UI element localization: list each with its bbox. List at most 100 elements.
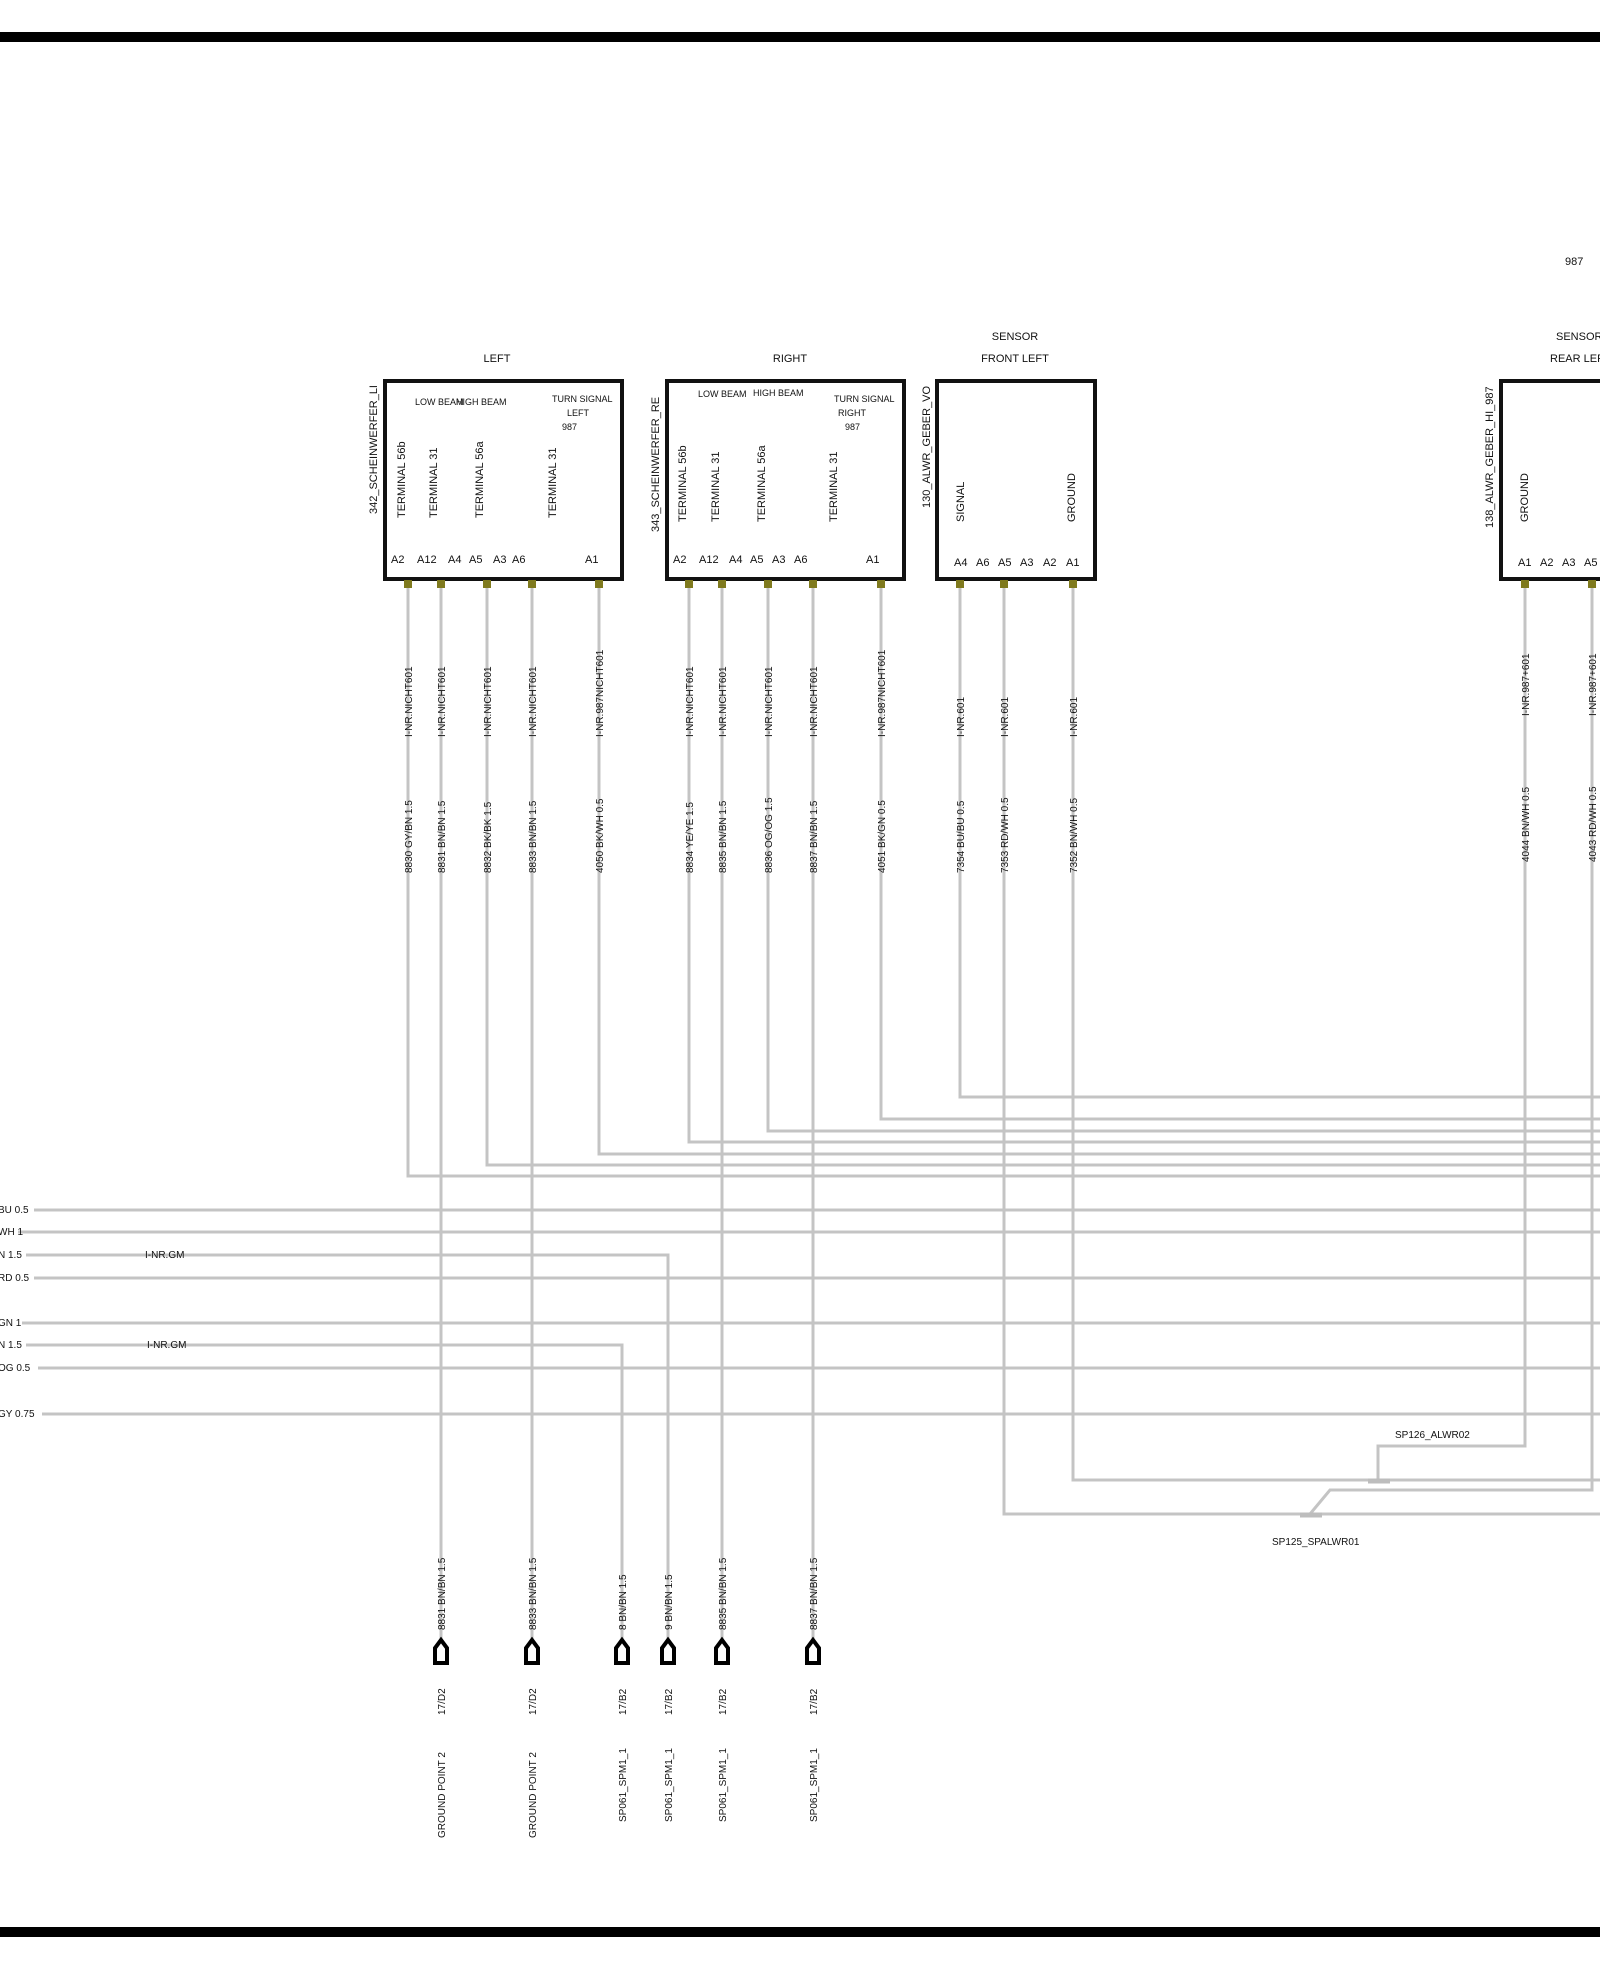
pin-terminal[interactable] [404,580,412,588]
wire-code-label: 4044 BN/WH 0.5 [1521,787,1532,862]
left-pin-label: A1 [585,554,598,566]
left-wire-label: GY 0.75 [0,1409,35,1420]
header-left: LEFT [484,353,511,365]
right-pin-label: A1 [866,554,879,566]
sensor-rear-id: 138_ALWR_GEBER_HI_987 [1484,386,1496,528]
wire-layer [18,585,1600,1640]
pin-terminal[interactable] [1069,580,1077,588]
right-fn-4: TERMINAL 31 [828,451,840,522]
terminal-dest-label[interactable]: SP061_SPM1_1 [664,1748,675,1822]
component-sensor-front-left[interactable]: 130_ALWR_GEBER_VO SIGNAL GROUND A4 A6 A5… [921,379,1097,588]
left-note-low-beam: LOW BEAM [415,397,464,407]
wire-labels: I-NR.NICHT601 8830 GY/BN 1.5 I-NR.NICHT6… [404,649,1599,873]
component-left-headlight[interactable]: 342_SCHEINWERFER_LI LOW BEAM HIGH BEAM T… [368,379,624,588]
wire-code-label: 8835 BN/BN 1.5 [718,800,729,873]
terminal-dest-label[interactable]: SP061_SPM1_1 [618,1748,629,1822]
wire-mid-label: I-NR.NICHT601 [404,666,415,737]
connector-arrow-icon[interactable] [805,1636,821,1665]
component-right-headlight[interactable]: 343_SCHEINWERFER_RE LOW BEAM HIGH BEAM T… [650,379,906,588]
sensor-front-pin-label: A1 [1066,557,1079,569]
wire-code-label: 4051 BK/GN 0.5 [877,800,888,873]
left-pin-label: A3 [493,554,506,566]
pin-terminal[interactable] [1521,580,1529,588]
sensor-rear-pin-label: A2 [1540,557,1553,569]
pin-terminal[interactable] [764,580,772,588]
sensor-rear-fn-ground: GROUND [1519,473,1531,522]
wire-code-label: 8833 BN/BN 1.5 [528,800,539,873]
pin-terminal[interactable] [483,580,491,588]
pin-terminal[interactable] [877,580,885,588]
left-edge-labels: BU 0.5 WH 1 N 1.5 RD 0.5 GN 1 N 1.5 OG 0… [0,1205,186,1420]
pin-terminal[interactable] [528,580,536,588]
left-wire-label: RD 0.5 [0,1273,30,1284]
terminal-ref-label: 17/B2 [809,1688,820,1715]
wire-mid-label: I-NR.NICHT601 [685,666,696,737]
pin-terminal[interactable] [809,580,817,588]
right-pin-label: A3 [772,554,785,566]
splice-label-sp125[interactable]: SP125_SPALWR01 [1272,1537,1360,1548]
terminal-code-label: 8 BN/BN 1.5 [618,1574,629,1630]
pin-terminal[interactable] [956,580,964,588]
right-pin-label: A2 [673,554,686,566]
right-note-turn-side: RIGHT [838,408,867,418]
connector-arrow-icon[interactable] [660,1636,676,1665]
left-wire-label: GN 1 [0,1318,22,1329]
connector-arrow-icon[interactable] [433,1636,449,1665]
component-sensor-rear-left[interactable]: 138_ALWR_GEBER_HI_987 GROUND A1 A2 A3 A5 [1484,379,1600,588]
pin-terminal[interactable] [718,580,726,588]
right-pin-label: A5 [750,554,763,566]
sensor-front-pin-label: A3 [1020,557,1033,569]
pin-terminal[interactable] [595,580,603,588]
bundle-label: I-NR.GM [147,1340,186,1351]
wire-code-label: 4043 RD/WH 0.5 [1588,786,1599,862]
wire-code-label: 4050 BK/WH 0.5 [595,798,606,873]
left-fn-2: TERMINAL 31 [428,447,440,518]
header-sensor-front-1: SENSOR [992,331,1039,343]
wire-mid-label: I-NR.987NICHT601 [595,649,606,737]
sensor-front-fn-signal: SIGNAL [955,482,967,522]
wire-7352 [1071,585,1600,1482]
left-pin-label: A6 [512,554,525,566]
terminal-code-label: 8831 BN/BN 1.5 [437,1557,448,1630]
left-note-turn-side: LEFT [567,408,590,418]
connector-arrow-icon[interactable] [524,1636,540,1665]
pin-terminal[interactable] [1000,580,1008,588]
terminal-code-label: 9 BN/BN 1.5 [664,1574,675,1630]
terminal-dest-label[interactable]: GROUND POINT 2 [528,1752,539,1838]
splice-label-sp126[interactable]: SP126_ALWR02 [1395,1430,1470,1441]
bundle-label: I-NR.GM [145,1250,184,1261]
wire-code-label: 8832 BK/BK 1.5 [483,801,494,873]
left-fn-1: TERMINAL 56b [396,441,408,518]
connector-arrow-icon[interactable] [614,1636,630,1665]
right-note-high-beam: HIGH BEAM [753,388,804,398]
terminal-code-label: 8837 BN/BN 1.5 [809,1557,820,1630]
pin-terminal[interactable] [1588,580,1596,588]
pin-terminal[interactable] [437,580,445,588]
wire-4043 [1308,585,1594,1515]
wire-7354 [958,585,1600,1099]
terminal-dest-label[interactable]: SP061_SPM1_1 [718,1748,729,1822]
terminal-dest-label[interactable]: GROUND POINT 2 [437,1752,448,1838]
wire-8832 [485,585,1600,1167]
wire-left-n2 [26,1343,624,1640]
pin-terminal[interactable] [685,580,693,588]
wire-mid-label: I-NR.NICHT601 [764,666,775,737]
wire-4050 [597,585,1600,1156]
header-sensor-rear-1: SENSOR [1556,331,1600,343]
left-wire-label: N 1.5 [0,1340,22,1351]
right-note-low-beam: LOW BEAM [698,389,747,399]
page-code: 987 [1565,256,1583,268]
wire-code-label: 7352 BN/WH 0.5 [1069,798,1080,873]
frame-bottom-bar [0,1927,1600,1937]
right-headlight-box [665,379,906,581]
sensor-front-id: 130_ALWR_GEBER_VO [921,385,933,508]
right-headlight-id: 343_SCHEINWERFER_RE [650,397,662,532]
sensor-front-fn-ground: GROUND [1066,473,1078,522]
wire-code-label: 8830 GY/BN 1.5 [404,800,415,873]
terminal-ref-label: 17/D2 [528,1688,539,1715]
terminal-ref-label: 17/D2 [437,1688,448,1715]
sensor-front-pin-label: A6 [976,557,989,569]
terminal-dest-label[interactable]: SP061_SPM1_1 [809,1748,820,1822]
connector-arrow-icon[interactable] [714,1636,730,1665]
wire-code-label: 7353 RD/WH 0.5 [1000,797,1011,873]
